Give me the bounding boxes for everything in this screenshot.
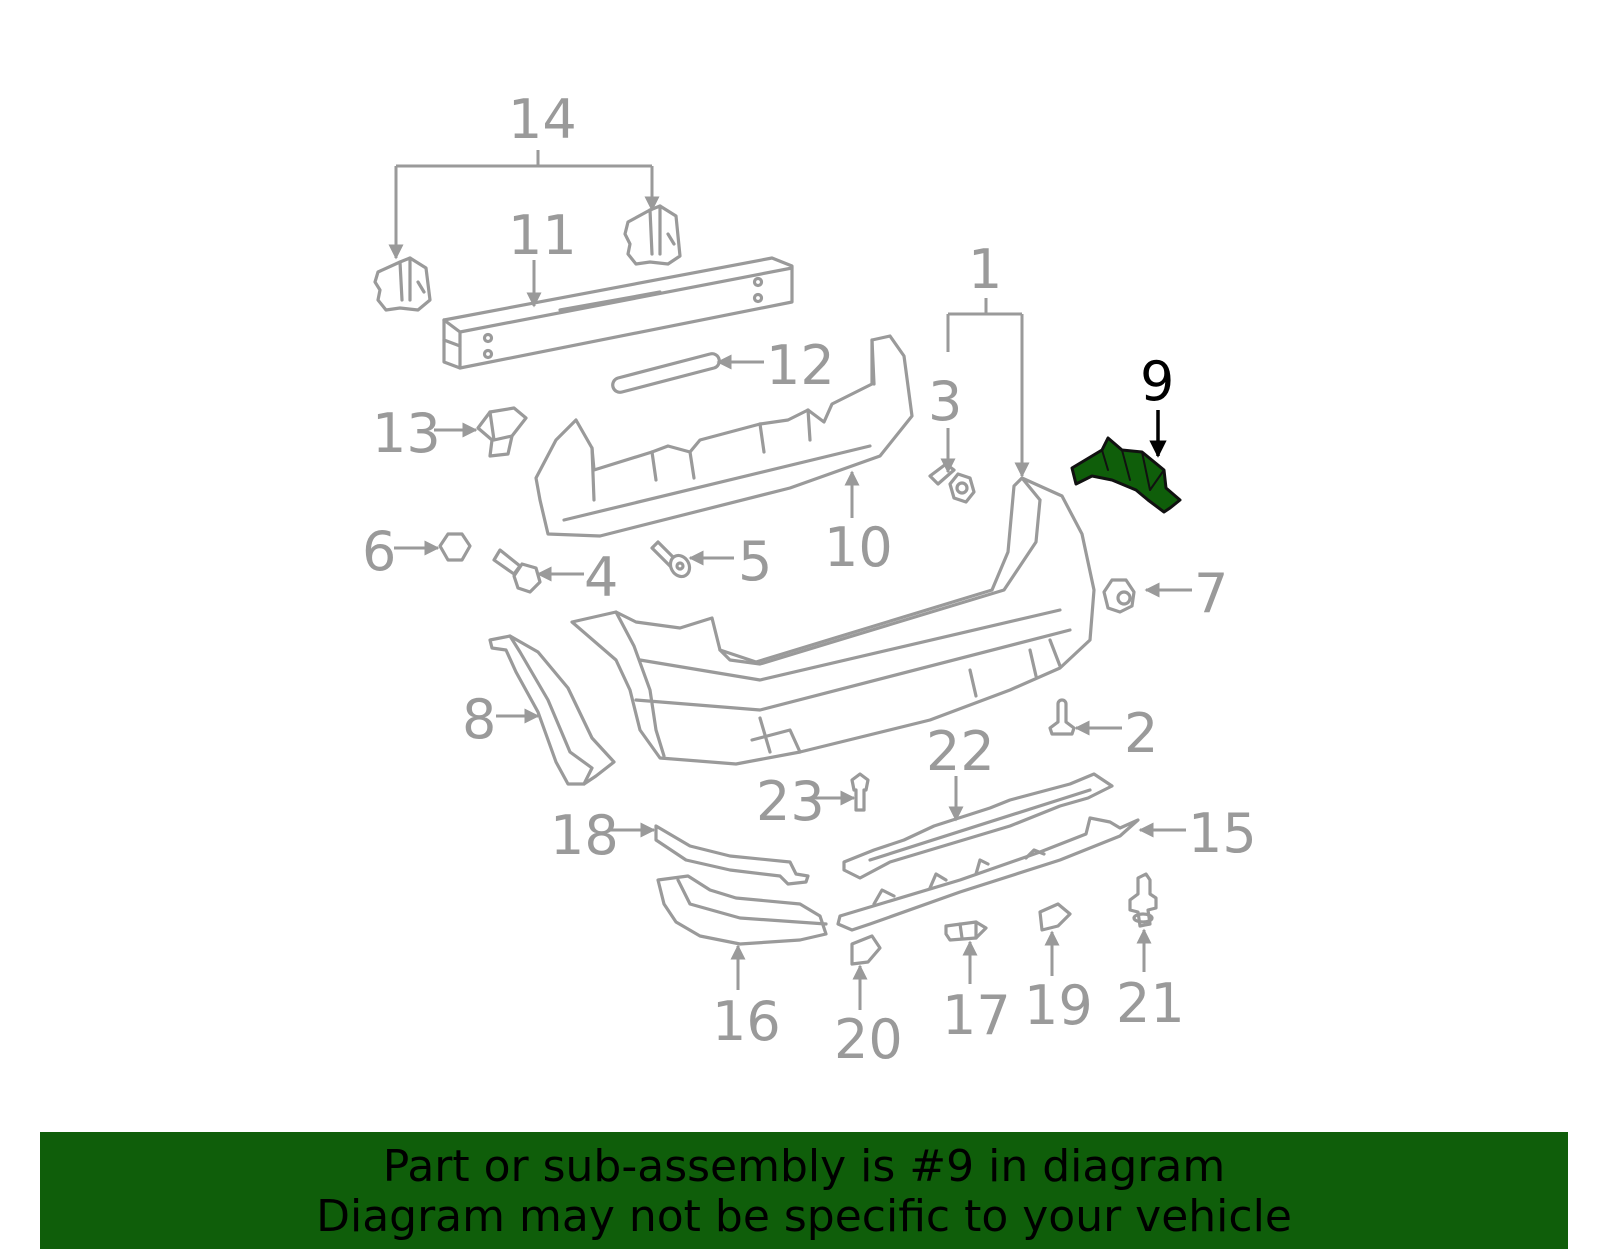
callout-22: 22 bbox=[926, 720, 995, 783]
banner-line-2: Diagram may not be specific to your vehi… bbox=[316, 1191, 1292, 1242]
callout-17: 17 bbox=[942, 984, 1011, 1047]
callout-1: 1 bbox=[968, 238, 1002, 301]
part-20-clip[interactable] bbox=[850, 934, 882, 966]
part-19-clip[interactable] bbox=[1038, 902, 1072, 932]
part-18-strip[interactable] bbox=[654, 824, 810, 886]
callout-labels: 14 11 1 12 9 3 13 10 6 5 4 7 8 2 22 23 1… bbox=[362, 88, 1257, 1071]
part-7-nut[interactable] bbox=[1102, 578, 1136, 614]
leader-lines bbox=[394, 150, 1192, 1010]
callout-4: 4 bbox=[584, 546, 618, 609]
callout-3: 3 bbox=[928, 370, 962, 433]
callout-16: 16 bbox=[712, 990, 781, 1053]
callout-18: 18 bbox=[550, 804, 619, 867]
callout-11: 11 bbox=[508, 204, 577, 267]
callout-5: 5 bbox=[738, 530, 772, 593]
callout-10: 10 bbox=[824, 516, 893, 579]
part-5-screw[interactable] bbox=[650, 540, 693, 580]
part-9-bracket-highlighted[interactable] bbox=[1070, 436, 1182, 514]
callout-13: 13 bbox=[372, 402, 441, 465]
part-8-extension[interactable] bbox=[488, 634, 616, 786]
part-6-nut[interactable] bbox=[438, 532, 472, 562]
callout-8: 8 bbox=[462, 688, 496, 751]
banner-line-1: Part or sub-assembly is #9 in diagram bbox=[382, 1141, 1226, 1192]
callout-23: 23 bbox=[756, 770, 825, 833]
callout-14: 14 bbox=[508, 88, 577, 151]
callout-6: 6 bbox=[362, 520, 396, 583]
callout-7: 7 bbox=[1194, 562, 1228, 625]
info-banner: Part or sub-assembly is #9 in diagram Di… bbox=[40, 1132, 1568, 1249]
callout-2: 2 bbox=[1124, 702, 1158, 765]
part-2-pin[interactable] bbox=[1048, 698, 1076, 736]
part-16-reflector[interactable] bbox=[656, 874, 828, 946]
callout-21: 21 bbox=[1116, 972, 1185, 1035]
part-22-strip[interactable] bbox=[842, 772, 1114, 880]
callout-12: 12 bbox=[766, 334, 835, 397]
part-10-absorber[interactable] bbox=[534, 334, 914, 538]
callout-20: 20 bbox=[834, 1008, 903, 1071]
part-21-pin[interactable] bbox=[1128, 872, 1158, 928]
callout-15: 15 bbox=[1188, 802, 1257, 865]
part-4-bolt[interactable] bbox=[492, 548, 542, 594]
callout-19: 19 bbox=[1024, 974, 1093, 1037]
part-17-bracket[interactable] bbox=[944, 920, 988, 942]
part-1-bumper-cover[interactable] bbox=[570, 476, 1096, 766]
part-3-bolt[interactable] bbox=[928, 462, 976, 504]
part-23-bolt[interactable] bbox=[850, 772, 870, 812]
part-15-lower-panel[interactable] bbox=[836, 816, 1140, 932]
part-13-clip[interactable] bbox=[476, 406, 528, 458]
part-11-reinforcement[interactable] bbox=[442, 256, 794, 370]
callout-9: 9 bbox=[1140, 350, 1174, 413]
part-12-rod[interactable] bbox=[611, 352, 721, 394]
